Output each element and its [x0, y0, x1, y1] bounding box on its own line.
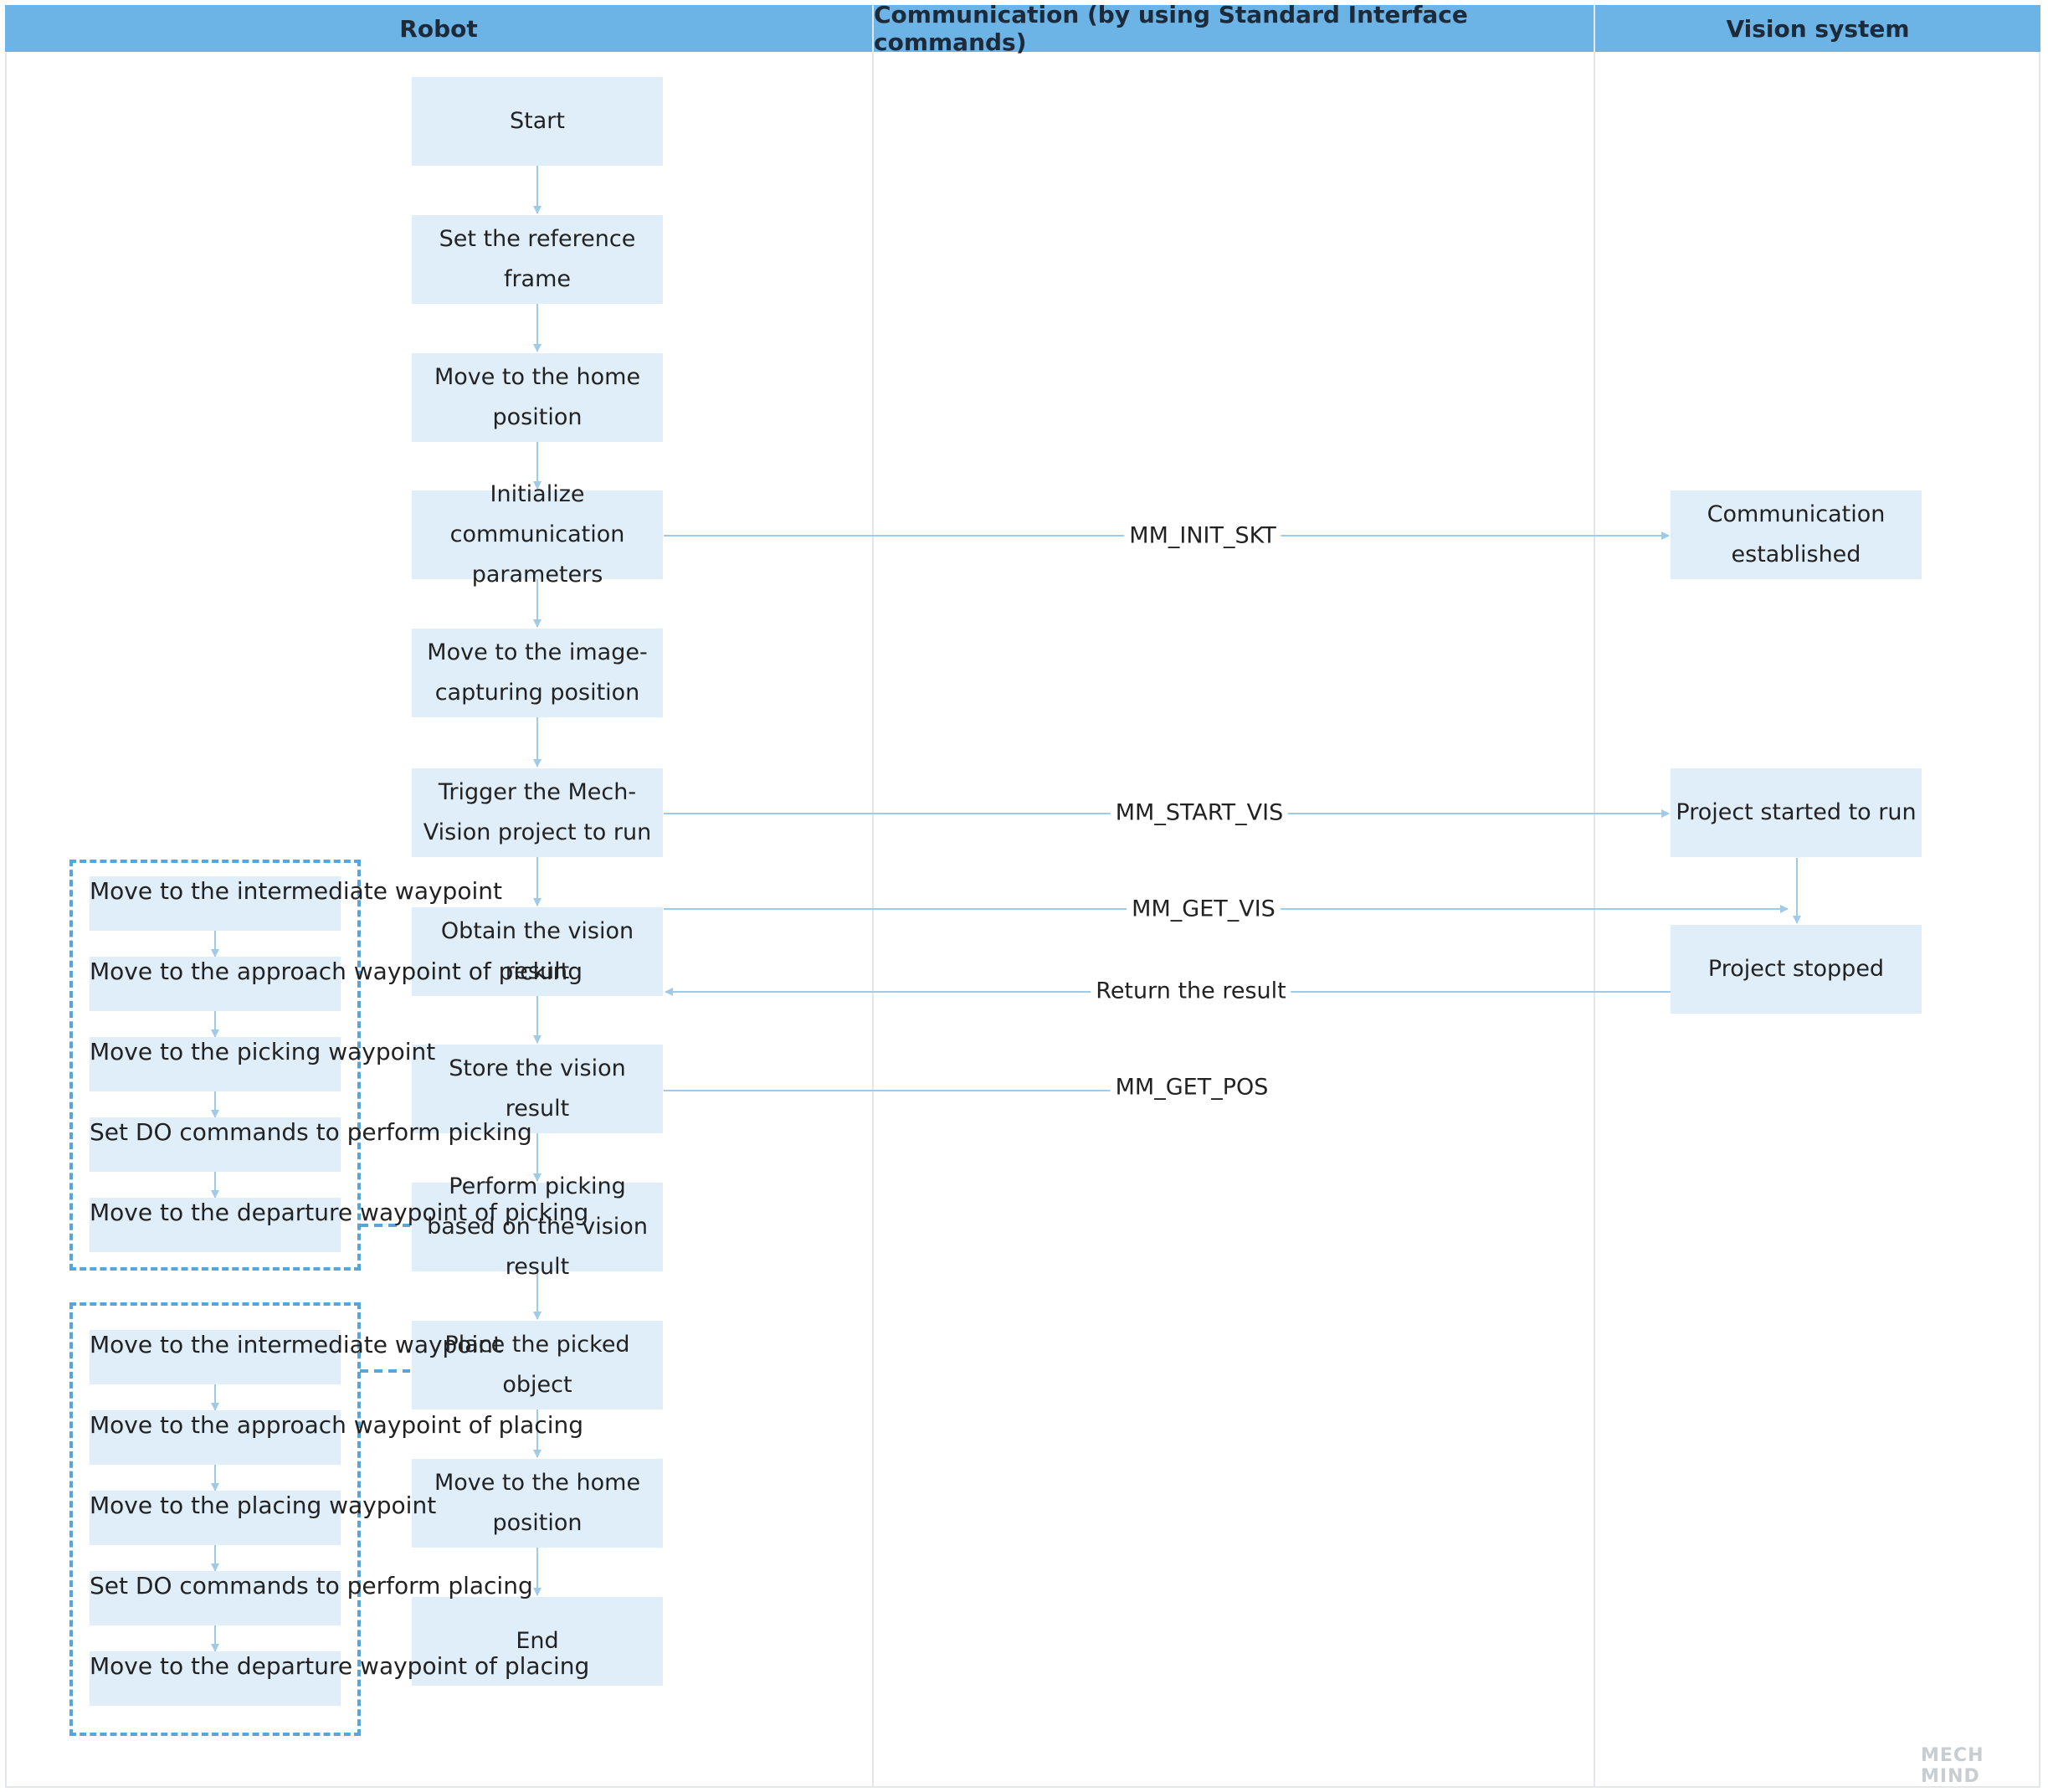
lane-header-vision: Vision system — [1595, 5, 2040, 52]
lane-header-communication: Communication (by using Standard Interfa… — [874, 1, 1594, 56]
step-move-image-capturing: Move to the image-capturing position — [412, 629, 663, 717]
picking-substep: Set DO commands to perform picking — [90, 1117, 532, 1172]
vision-comm-established: Communication established — [1671, 490, 1922, 579]
step-start: Start — [412, 77, 663, 166]
picking-substep: Move to the picking waypoint — [90, 1037, 435, 1091]
message-get-vis: MM_GET_VIS — [1127, 896, 1281, 922]
placing-substep: Move to the intermediate waypoint — [90, 1330, 502, 1384]
diagram-frame — [5, 5, 2040, 1788]
picking-substeps-group — [69, 860, 361, 1271]
picking-substep: Move to the approach waypoint of picking — [90, 957, 583, 1011]
step-set-reference-frame: Set the reference frame — [412, 215, 663, 304]
step-store-result: Store the vision result — [412, 1045, 663, 1133]
placing-substeps-group — [69, 1302, 361, 1736]
step-end: End — [412, 1597, 663, 1686]
message-init-skt: MM_INIT_SKT — [1124, 522, 1281, 549]
step-init-communication: Initialize communication parameters — [412, 481, 663, 588]
lane-header-robot: Robot — [5, 5, 872, 52]
step-obtain-result: Obtain the vision result — [412, 907, 663, 996]
placing-substep: Move to the placing waypoint — [90, 1491, 436, 1545]
message-get-pos: MM_GET_POS — [1110, 1074, 1274, 1101]
vision-project-started: Project started to run — [1671, 768, 1922, 857]
step-move-home-2: Move to the home position — [412, 1459, 663, 1548]
placing-substep: Set DO commands to perform placing — [90, 1571, 533, 1625]
step-trigger-project: Trigger the Mech-Vision project to run — [412, 768, 663, 857]
vision-project-stopped: Project stopped — [1671, 925, 1922, 1014]
lane-divider — [1594, 5, 1595, 1788]
step-place-object: Place the picked object — [412, 1321, 663, 1409]
placing-substep: Move to the departure waypoint of placin… — [90, 1651, 589, 1706]
message-start-vis: MM_START_VIS — [1110, 799, 1289, 826]
step-move-home: Move to the home position — [412, 353, 663, 442]
watermark-logo: MECH MIND — [1921, 1745, 1984, 1787]
lane-divider — [872, 5, 874, 1788]
picking-substep: Move to the departure waypoint of pickin… — [90, 1198, 588, 1252]
placing-substep: Move to the approach waypoint of placing — [90, 1410, 583, 1465]
message-return-result: Return the result — [1091, 978, 1291, 1004]
picking-substep: Move to the intermediate waypoint — [90, 876, 502, 931]
step-perform-picking: Perform picking based on the vision resu… — [412, 1173, 663, 1280]
